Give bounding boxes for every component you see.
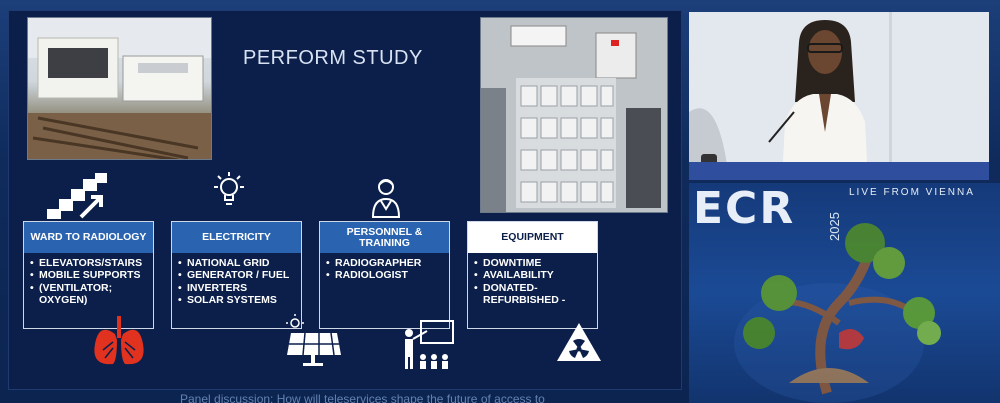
card-header: EQUIPMENT: [468, 222, 597, 253]
list-item: (VENTILATOR; OXYGEN): [30, 282, 147, 307]
list-item: AVAILABILITY: [474, 269, 591, 282]
card-body: RADIOGRAPHER RADIOLOGIST: [320, 253, 449, 286]
list-item: DONATED-REFURBISHED -: [474, 282, 591, 307]
event-banner: ECR 2025 LIVE FROM VIENNA: [689, 183, 1000, 403]
stairs-icon: [45, 171, 109, 221]
card-header: WARD TO RADIOLOGY: [24, 222, 153, 253]
tree-globe-artwork: [734, 223, 941, 403]
radiation-warning-icon: [555, 321, 603, 363]
list-item: RADIOGRAPHER: [326, 257, 443, 270]
card-header: ELECTRICITY: [172, 222, 301, 253]
list-item: NATIONAL GRID: [178, 257, 295, 270]
card-electricity: ELECTRICITY NATIONAL GRID GENERATOR / FU…: [171, 221, 302, 329]
list-item: DOWNTIME: [474, 257, 591, 270]
lungs-icon: [89, 314, 149, 369]
list-item: SOLAR SYSTEMS: [178, 294, 295, 307]
card-ward-to-radiology: WARD TO RADIOLOGY ELEVATORS/STAIRS MOBIL…: [23, 221, 154, 329]
ecr-logo: ECR: [693, 183, 796, 234]
battery-bank-photo: [480, 17, 668, 213]
list-item: RADIOLOGIST: [326, 269, 443, 282]
live-tagline: LIVE FROM VIENNA: [849, 187, 975, 198]
presentation-slide: PERFORM STUDY: [8, 10, 682, 390]
speaker-video: [689, 12, 989, 180]
speaker-figure: [689, 12, 989, 180]
card-body: NATIONAL GRID GENERATOR / FUEL INVERTERS…: [172, 253, 301, 310]
card-personnel-training: PERSONNEL & TRAINING RADIOGRAPHER RADIOL…: [319, 221, 450, 329]
card-body: ELEVATORS/STAIRS MOBILE SUPPORTS (VENTIL…: [24, 253, 153, 310]
card-header: PERSONNEL & TRAINING: [320, 222, 449, 253]
generator-photo-drawing: [28, 18, 211, 159]
list-item: GENERATOR / FUEL: [178, 269, 295, 282]
generator-photo: [27, 17, 212, 160]
list-item: MOBILE SUPPORTS: [30, 269, 147, 282]
card-equipment: EQUIPMENT DOWNTIME AVAILABILITY DONATED-…: [467, 221, 598, 329]
list-item: INVERTERS: [178, 282, 295, 295]
list-item: ELEVATORS/STAIRS: [30, 257, 147, 270]
card-body: DOWNTIME AVAILABILITY DONATED-REFURBISHE…: [468, 253, 597, 310]
training-icon: [399, 317, 457, 371]
solar-panel-icon: [281, 313, 343, 369]
battery-bank-drawing: [481, 18, 667, 212]
slide-title: PERFORM STUDY: [243, 47, 423, 69]
lightbulb-icon: [208, 169, 250, 211]
caption-text: Panel discussion: How will teleservices …: [180, 392, 545, 403]
lectern: [689, 162, 989, 180]
personnel-icon: [369, 175, 403, 219]
